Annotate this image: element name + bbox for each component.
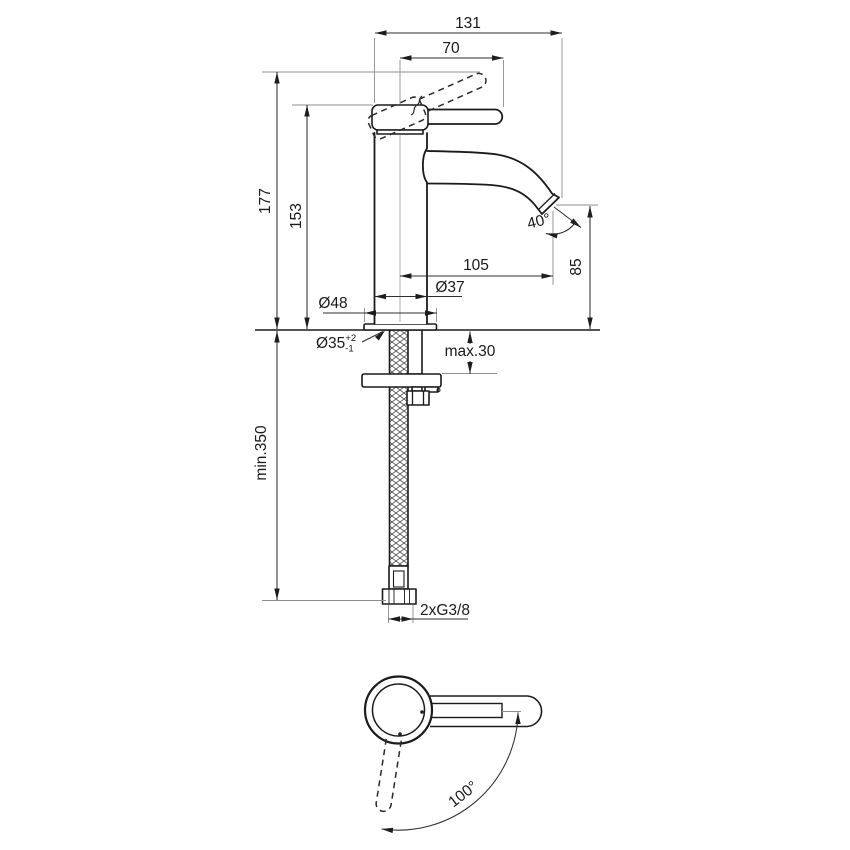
extension-lines	[262, 38, 598, 623]
dim-max-deck-thickness: max.30	[445, 343, 496, 360]
body-top-inner	[371, 683, 426, 737]
spout	[426, 150, 560, 215]
dim-body-diameter: Ø37	[435, 279, 464, 296]
handle-raised-position	[367, 72, 487, 140]
mounting-clamp	[361, 373, 442, 388]
dim-min-hose-length: min.350	[253, 425, 270, 481]
dim-spout-angle: 40°	[525, 211, 552, 233]
base-flange	[363, 323, 438, 331]
handle-rotated-position	[375, 738, 402, 813]
index-dot	[420, 710, 424, 714]
front-view	[255, 72, 600, 605]
index-dot	[398, 732, 402, 736]
dimension-lines	[274, 30, 593, 622]
hose-ferrule	[388, 565, 409, 590]
faucet-body	[373, 132, 428, 325]
hose-connection-nut	[381, 588, 417, 605]
flexible-hose	[388, 329, 409, 567]
dim-base-diameter: Ø48	[318, 295, 347, 312]
top-view	[363, 675, 543, 834]
mounting-nut	[406, 390, 430, 406]
handle-lever	[427, 108, 504, 125]
dim-body-height: 153	[288, 203, 305, 229]
break-squiggle	[410, 95, 423, 116]
dim-supply-connection: 2xG3/8	[420, 602, 470, 619]
dim-spout-height: 85	[568, 258, 585, 275]
dim-mounting-hole: Ø35+2-1	[316, 333, 356, 355]
dim-spout-reach: 105	[463, 257, 489, 274]
handle-base	[371, 104, 429, 131]
dimension-labels: 131 70 177 153 105 85 Ø37 Ø48 Ø35+2-1 ma…	[253, 15, 585, 811]
dim-total-width: 131	[455, 15, 481, 32]
dim-total-height: 177	[257, 188, 274, 214]
aerator-face	[538, 193, 556, 210]
dim-swivel-angle: 100°	[445, 778, 481, 811]
body-top-outer	[363, 675, 434, 745]
dim-handle-length: 70	[442, 40, 460, 57]
